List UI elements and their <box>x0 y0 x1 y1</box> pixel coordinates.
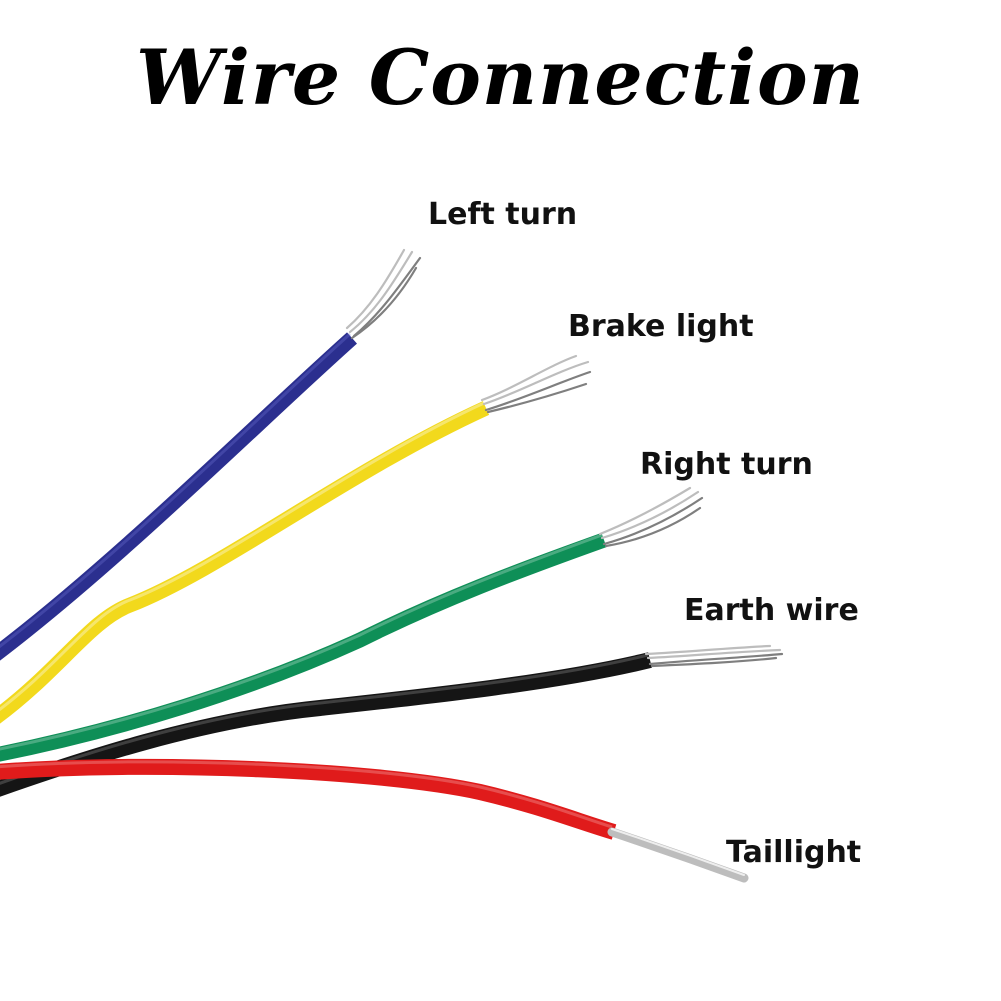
wire-right-turn-strands <box>598 486 704 548</box>
wire-left-turn-insulation <box>0 332 357 661</box>
page-title: Wire Connection <box>136 33 865 122</box>
wire-right-turn-insulation <box>0 532 607 762</box>
wire-brake-light-strands <box>480 354 592 414</box>
wire-right-turn <box>0 486 704 762</box>
wire-taillight-strands <box>607 827 749 883</box>
label-taillight: Taillight <box>726 835 862 870</box>
label-earth-wire: Earth wire <box>684 593 859 628</box>
wire-taillight-insulation <box>0 758 617 840</box>
wire-earth-highlight <box>0 653 649 785</box>
wire-brake-light-insulation <box>0 401 490 724</box>
wire-left-turn <box>0 248 422 661</box>
wire-taillight <box>0 758 749 883</box>
label-left-turn: Left turn <box>428 197 578 232</box>
wire-left-turn-highlight <box>0 332 352 649</box>
label-right-turn: Right turn <box>640 447 813 482</box>
wire-brake-light-highlight <box>0 401 485 712</box>
wire-taillight-highlight <box>0 760 613 829</box>
wire-left-turn-strands <box>345 248 422 340</box>
label-brake-light: Brake light <box>568 309 754 344</box>
wire-earth-strands <box>644 644 784 668</box>
wire-right-turn-highlight <box>0 533 603 751</box>
wire-brake-light <box>0 354 592 724</box>
